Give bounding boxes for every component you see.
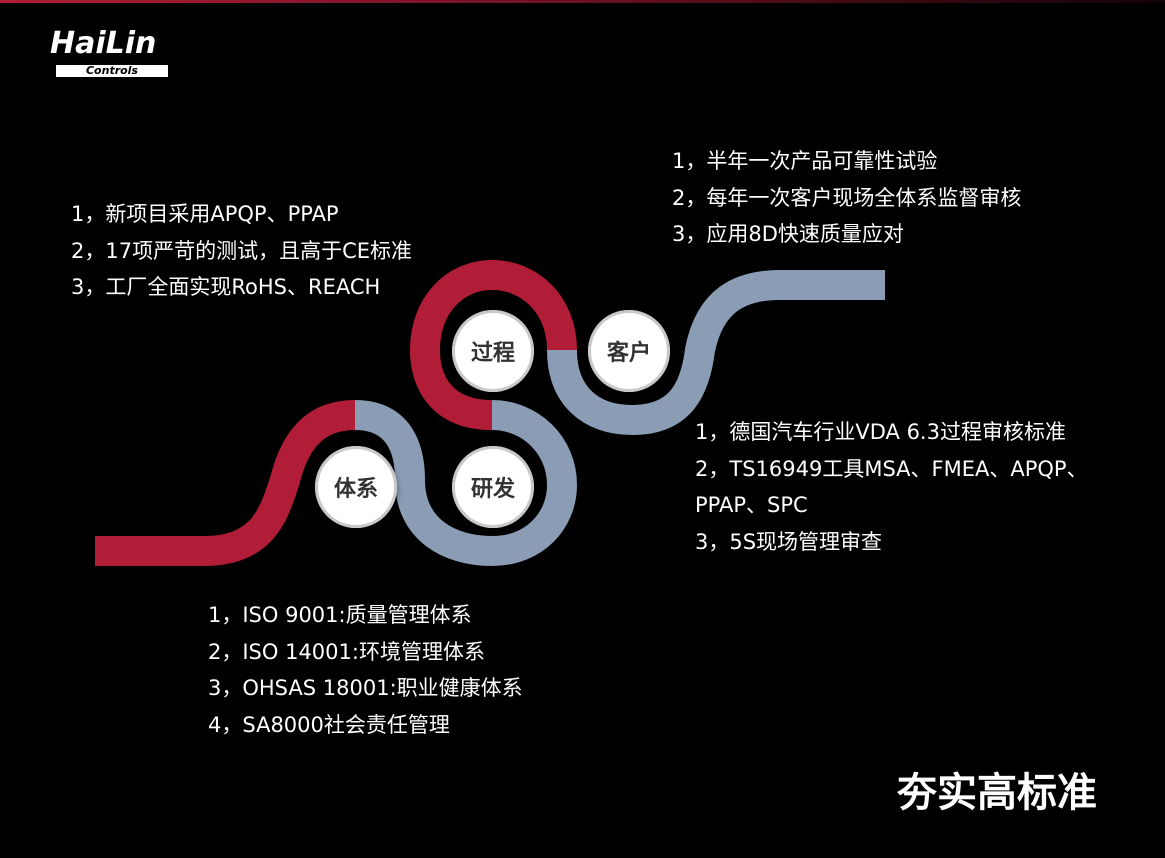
process-line: 3，工厂全面实现RoHS、REACH [71,275,381,299]
ribbon-lower-blue [354,400,578,567]
rd-line: 3，5S现场管理审查 [695,529,883,554]
slide-headline: 夯实高标准 [897,770,1097,816]
logo-wordmark: HaiLin [50,26,157,61]
top-accent-line [0,0,1165,3]
customer-line: 2，每年一次客户现场全体系监督审核 [672,185,1022,210]
process-line: 2，17项严苛的测试，且高于CE标准 [71,238,413,263]
system-text-block: 1，ISO 9001:质量管理体系 2，ISO 14001:环境管理体系 3，O… [208,597,523,743]
customer-text-block: 1，半年一次产品可靠性试验 2，每年一次客户现场全体系监督审核 3，应用8D快速… [672,143,1021,253]
node-system: 体系 [315,446,397,528]
customer-line: 3，应用8D快速质量应对 [672,222,904,246]
node-system-label: 体系 [333,477,378,502]
node-process: 过程 [452,310,534,392]
rd-line: PPAP、SPC [695,493,808,517]
rd-line: 2，TS16949工具MSA、FMEA、APQP、 [695,456,1088,481]
node-customer: 客户 [588,310,670,392]
system-line: 4，SA8000社会责任管理 [208,712,450,737]
rd-line: 1，德国汽车行业VDA 6.3过程审核标准 [695,420,1066,444]
ribbon-left-red [95,400,356,566]
customer-line: 1，半年一次产品可靠性试验 [672,149,938,173]
system-line: 3，OHSAS 18001:职业健康体系 [208,676,523,700]
hailin-logo: HaiLin Controls [46,26,181,82]
system-line: 2，ISO 14001:环境管理体系 [208,639,485,664]
ribbon-right-blue [547,270,885,436]
rd-text-block: 1，德国汽车行业VDA 6.3过程审核标准 2，TS16949工具MSA、FME… [695,414,1088,560]
process-text-block: 1，新项目采用APQP、PPAP 2，17项严苛的测试，且高于CE标准 3，工厂… [71,196,412,306]
system-line: 1，ISO 9001:质量管理体系 [208,603,472,627]
node-process-label: 过程 [470,341,515,366]
node-rd: 研发 [452,446,534,528]
node-customer-label: 客户 [606,341,651,366]
logo-subtitle: Controls [56,65,168,77]
ribbon-upper-red [409,259,577,430]
process-line: 1，新项目采用APQP、PPAP [71,202,339,226]
node-rd-label: 研发 [470,477,515,502]
